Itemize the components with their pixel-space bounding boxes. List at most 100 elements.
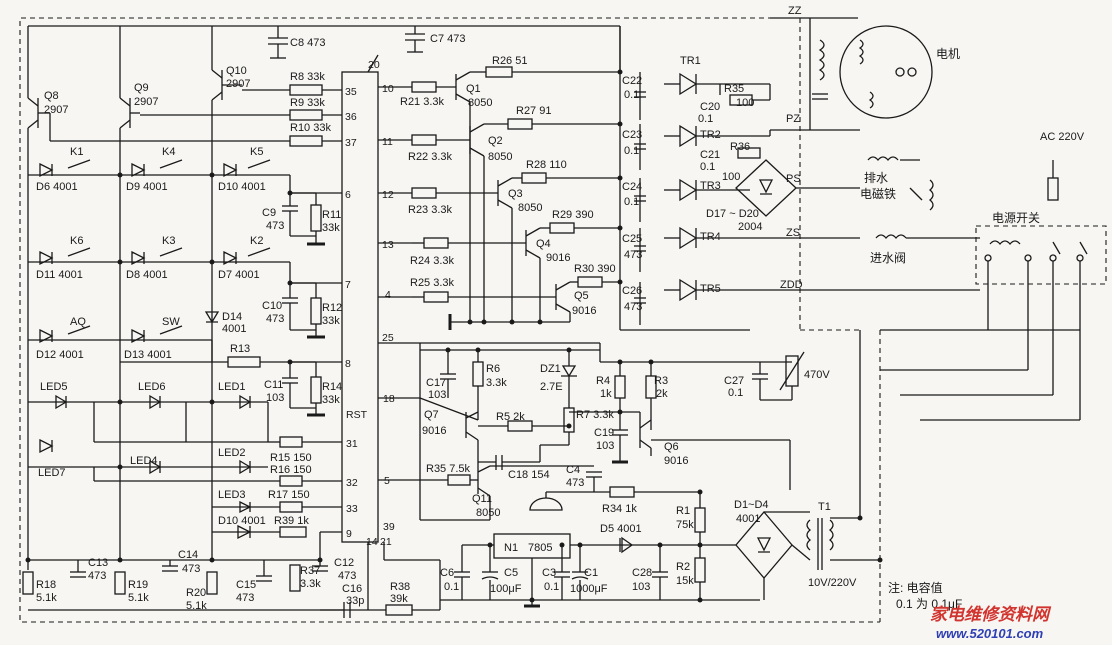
c12-val: 473 xyxy=(338,570,356,582)
r13-label: R13 xyxy=(230,343,250,355)
c19-val: 103 xyxy=(596,440,614,452)
r38-ref: R38 xyxy=(390,581,410,593)
c7-label: C7 473 xyxy=(430,33,465,45)
r15-label: R15 150 xyxy=(270,452,312,464)
ic-pin-4: 4 xyxy=(385,289,391,301)
c17-ref: C17 xyxy=(426,377,446,389)
r9-label: R9 33k xyxy=(290,97,325,109)
c27-val: 0.1 xyxy=(728,387,743,399)
r12-ref: R12 xyxy=(322,302,342,314)
q11-part: 8050 xyxy=(476,507,500,519)
c13-val: 473 xyxy=(88,570,106,582)
bottom-left-rc: R18 5.1k C13 473 R19 5.1k C14 473 R20 5.… xyxy=(22,532,441,618)
d1-label: D1~D4 xyxy=(734,499,769,511)
led7-label: LED7 xyxy=(38,467,66,479)
k3-label: K3 xyxy=(162,235,175,247)
c28-ref: C28 xyxy=(632,567,652,579)
triac-section: C22 0.1 TR1 C20 0.1 R35 100 C23 0.1 TR2 … xyxy=(619,26,980,331)
motor: ZZ PZ 电机 xyxy=(769,5,960,136)
tr4-label: TR4 xyxy=(700,231,721,243)
q5-part: 9016 xyxy=(572,305,596,317)
c4-val: 473 xyxy=(566,477,584,489)
ic-pin-12: 12 xyxy=(382,189,394,201)
d8-label: D8 4001 xyxy=(126,269,168,281)
c6-ref: C6 xyxy=(440,567,454,579)
q11-ref: Q11 xyxy=(472,493,492,505)
drain-label-2: 电磁铁 xyxy=(860,186,896,201)
r3-ref: R3 xyxy=(654,375,668,387)
dz1-ref: DZ1 xyxy=(540,363,561,375)
r17-label: R17 150 xyxy=(268,489,310,501)
c26-ref: C26 xyxy=(622,285,642,297)
r35b-label: R35 7.5k xyxy=(426,463,471,475)
led-matrix: LED5 LED6 LED1 LED7 LED4 LED2 R15 150 R1… xyxy=(27,175,312,570)
k6-label: K6 xyxy=(70,235,83,247)
reset-section: C17 103 R6 3.3k DZ1 2.7E R7 3.3k Q7 9016… xyxy=(419,343,791,521)
r2-val: 15k xyxy=(676,575,694,587)
c21-val: 0.1 xyxy=(700,161,715,173)
ic-pin-33: 33 xyxy=(346,503,358,515)
r19-ref: R19 xyxy=(128,579,148,591)
watermark: 家电维修资料网 www.520101.com xyxy=(930,605,1052,641)
c22-val: 0.1 xyxy=(624,89,639,101)
r35a-ref: R35 xyxy=(724,83,744,95)
ic-pin-5: 5 xyxy=(384,475,390,487)
r26-label: R26 51 xyxy=(492,55,527,67)
inlet-label: 进水阀 xyxy=(870,251,906,265)
c22-ref: C22 xyxy=(622,75,642,87)
q9-part: 2907 xyxy=(134,96,158,108)
c6-val: 0.1 xyxy=(444,581,459,593)
q8-transistor: Q8 2907 xyxy=(27,90,68,175)
d1-part: 4001 xyxy=(736,513,760,525)
r28-label: R28 110 xyxy=(526,159,567,171)
ic-pin-39: 39 xyxy=(383,521,395,533)
led5-label: LED5 xyxy=(40,381,68,393)
c12-ref: C12 xyxy=(334,557,354,569)
ic-pin-36: 36 xyxy=(345,111,357,123)
ic-pin-7: 7 xyxy=(345,279,351,291)
r1-ref: R1 xyxy=(676,505,690,517)
c25-val: 473 xyxy=(624,249,642,261)
r36-val: 100 xyxy=(722,171,740,183)
ic-pin-8: 8 xyxy=(345,358,351,370)
tr1-label: TR1 xyxy=(680,55,701,67)
r22-label: R22 3.3k xyxy=(408,151,453,163)
q4-part: 9016 xyxy=(546,252,570,264)
d6-label: D6 4001 xyxy=(36,181,78,193)
ic-pin-13: 13 xyxy=(382,239,394,251)
d9-label: D9 4001 xyxy=(126,181,168,193)
c14-val: 473 xyxy=(182,563,200,575)
base-resistors: R8 33k R9 33k R10 33k xyxy=(50,71,331,147)
c3-val: 0.1 xyxy=(544,581,559,593)
board-border xyxy=(19,17,881,623)
c10-ref: C10 xyxy=(262,300,282,312)
k5-label: K5 xyxy=(250,146,263,158)
loads: 排水 电磁铁 进水阀 xyxy=(796,156,980,265)
q5-ref: Q5 xyxy=(574,290,589,302)
r3-val: 2k xyxy=(656,388,668,400)
c4-ref: C4 xyxy=(566,464,580,476)
c15-ref: C15 xyxy=(236,579,256,591)
top-rails: C8 473 C7 473 xyxy=(27,25,621,98)
pulldown-rc: C9 473 R11 33k C10 473 R12 33k C11 103 R… xyxy=(262,192,342,417)
d10b-label: D10 4001 xyxy=(218,515,266,527)
r4-val: 1k xyxy=(600,388,612,400)
c5-val: 100μF xyxy=(490,583,522,595)
c5-ref: C5 xyxy=(504,567,518,579)
c17-val: 103 xyxy=(428,389,446,401)
r19-val: 5.1k xyxy=(128,592,149,604)
ic-pin-31: 31 xyxy=(346,438,358,450)
c21-ref: C21 xyxy=(700,149,720,161)
ic-pin-6: 6 xyxy=(345,189,351,201)
r37-ref: R37 xyxy=(300,565,320,577)
led4-label: LED4 xyxy=(130,455,158,467)
c14-ref: C14 xyxy=(178,549,198,561)
r27-label: R27 91 xyxy=(516,105,551,117)
c25-ref: C25 xyxy=(622,233,642,245)
ps-net: PS xyxy=(786,173,801,185)
d11-label: D11 4001 xyxy=(36,269,83,281)
t1-ref: T1 xyxy=(818,501,831,513)
n1-ref: N1 xyxy=(504,542,518,554)
c24-ref: C24 xyxy=(622,181,642,193)
